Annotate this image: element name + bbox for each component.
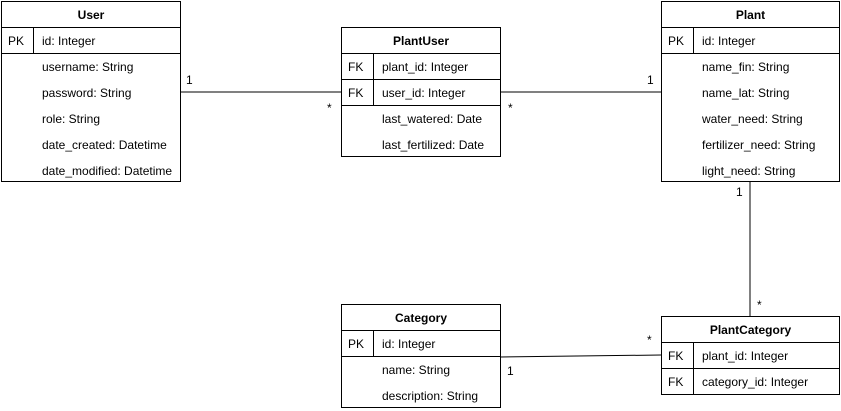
entity-row: light_need: String [662, 158, 839, 184]
entity-plant[interactable]: Plant PK id: Integer name_fin: String na… [661, 1, 840, 182]
key-badge [342, 106, 374, 132]
entity-row: PK id: Integer [342, 331, 500, 357]
entity-title: User [2, 2, 180, 28]
multiplicity-category-plantcategory-to: * [647, 333, 652, 347]
key-badge: FK [342, 80, 374, 105]
entity-row: PK id: Integer [662, 28, 839, 54]
multiplicity-plant-plantuser-from: 1 [647, 73, 654, 87]
attribute: role: String [42, 112, 101, 126]
multiplicity-plant-plantcategory-from: 1 [736, 185, 743, 199]
attribute: date_created: Datetime [42, 138, 167, 152]
entity-plantuser[interactable]: PlantUser FK plant_id: Integer FK user_i… [341, 27, 501, 157]
entity-row: name_fin: String [662, 54, 839, 80]
key-badge [2, 80, 34, 106]
entity-row: password: String [2, 80, 180, 106]
entity-row: fertilizer_need: String [662, 132, 839, 158]
relation-line-category-plantcategory [499, 354, 662, 358]
entity-row: date_created: Datetime [2, 132, 180, 158]
multiplicity-user-plantuser-from: 1 [186, 73, 193, 87]
entity-title: PlantUser [342, 28, 500, 54]
key-badge [2, 54, 34, 80]
key-badge [2, 106, 34, 132]
key-badge: PK [342, 331, 374, 356]
entity-row: last_fertilized: Date [342, 132, 500, 158]
attribute: user_id: Integer [382, 86, 466, 100]
entity-title: Category [342, 305, 500, 331]
key-badge [662, 158, 694, 184]
key-badge: PK [662, 28, 694, 53]
attribute: name_lat: String [702, 86, 790, 100]
entity-user[interactable]: User PK id: Integer username: String pas… [1, 1, 181, 182]
key-badge [662, 106, 694, 132]
attribute: id: Integer [702, 34, 756, 48]
key-badge [662, 54, 694, 80]
key-badge [342, 132, 374, 158]
attribute: last_watered: Date [382, 112, 483, 126]
entity-row: description: String [342, 383, 500, 409]
key-badge [342, 357, 374, 383]
multiplicity-user-plantuser-to: * [327, 101, 332, 115]
entity-row: date_modified: Datetime [2, 158, 180, 184]
entity-row: FK user_id: Integer [342, 80, 500, 106]
entity-row: FK plant_id: Integer [662, 343, 839, 369]
attribute: last_fertilized: Date [382, 138, 485, 152]
attribute: fertilizer_need: String [702, 138, 816, 152]
entity-row: PK id: Integer [2, 28, 180, 54]
entity-row: water_need: String [662, 106, 839, 132]
entity-title: PlantCategory [662, 317, 839, 343]
key-badge: FK [662, 343, 694, 368]
key-badge [2, 158, 34, 184]
entity-row: last_watered: Date [342, 106, 500, 132]
attribute: water_need: String [702, 112, 803, 126]
entity-row: FK category_id: Integer [662, 369, 839, 395]
multiplicity-plant-plantuser-to: * [508, 101, 513, 115]
key-badge [662, 80, 694, 106]
multiplicity-category-plantcategory-from: 1 [507, 364, 514, 378]
key-badge: FK [342, 54, 374, 79]
attribute: id: Integer [42, 34, 96, 48]
entity-row: FK plant_id: Integer [342, 54, 500, 80]
attribute: category_id: Integer [702, 375, 809, 389]
key-badge [662, 132, 694, 158]
key-badge: FK [662, 369, 694, 395]
attribute: plant_id: Integer [382, 60, 469, 74]
entity-title: Plant [662, 2, 839, 28]
entity-row: name: String [342, 357, 500, 383]
attribute: plant_id: Integer [702, 349, 789, 363]
entity-plantcategory[interactable]: PlantCategory FK plant_id: Integer FK ca… [661, 316, 840, 395]
key-badge [342, 383, 374, 409]
entity-row: role: String [2, 106, 180, 132]
entity-row: username: String [2, 54, 180, 80]
attribute: username: String [42, 60, 134, 74]
key-badge [2, 132, 34, 158]
key-badge: PK [2, 28, 34, 53]
entity-category[interactable]: Category PK id: Integer name: String des… [341, 304, 501, 408]
attribute: name: String [382, 363, 451, 377]
multiplicity-plant-plantcategory-to: * [757, 298, 762, 312]
entity-row: name_lat: String [662, 80, 839, 106]
attribute: name_fin: String [702, 60, 790, 74]
attribute: date_modified: Datetime [42, 164, 173, 178]
attribute: description: String [382, 389, 479, 403]
attribute: password: String [42, 86, 132, 100]
attribute: light_need: String [702, 164, 796, 178]
attribute: id: Integer [382, 337, 436, 351]
